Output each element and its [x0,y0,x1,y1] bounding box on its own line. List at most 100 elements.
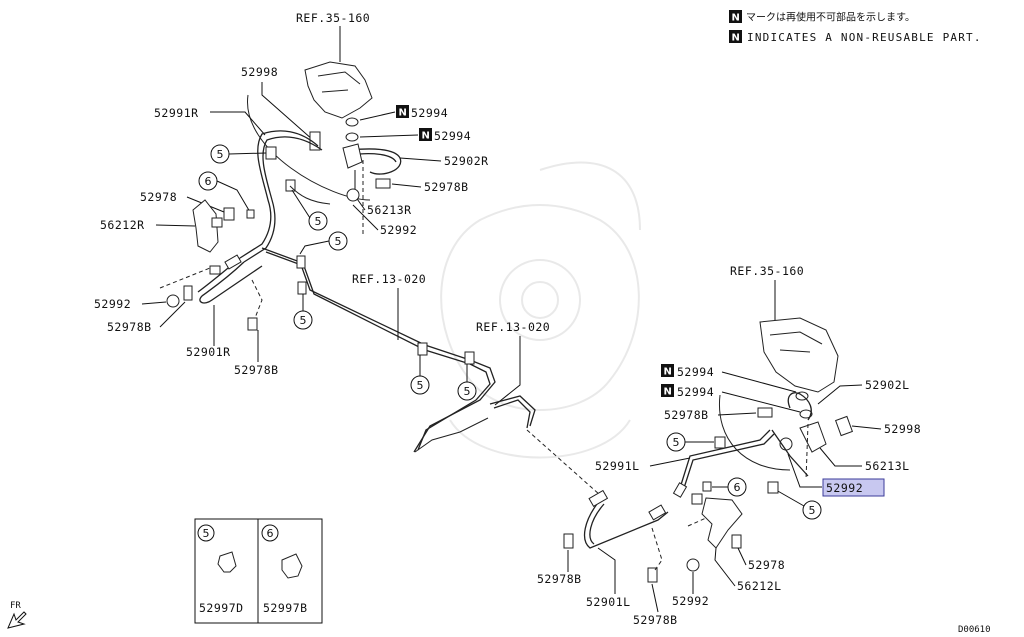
label-52978b-right-3[interactable]: 52978B [234,363,279,377]
pipe-clip-icon [296,255,306,269]
label-56213l[interactable]: 56213L [865,459,910,473]
label-52994-left-1[interactable]: 52994 [677,365,714,379]
hose-clip-icon [209,265,221,275]
svg-text:5: 5 [464,385,471,398]
front-direction-indicator: FR [7,601,27,629]
label-52998-right[interactable]: 52998 [241,65,278,79]
svg-text:5: 5 [417,379,424,392]
diagram-code: D00610 [958,625,991,635]
svg-text:5: 5 [809,504,816,517]
svg-text:N: N [664,387,672,398]
label-56212l[interactable]: 56212L [737,579,782,593]
hose-end-icon [672,482,688,498]
watermark-emblem [440,161,641,459]
non-reusable-mark-icon [729,30,742,43]
label-52978b-right-2[interactable]: 52978B [107,320,152,334]
svg-text:N: N [422,131,430,142]
bolt-icon [223,207,235,221]
pipe-clip-icon [246,209,255,219]
bolt-icon [211,217,223,228]
svg-text:N: N [399,108,407,119]
bolt-icon [247,317,258,331]
label-52978b-left-3[interactable]: 52978B [633,613,678,627]
washer-icon [345,132,359,142]
pipe-clip-icon [265,146,277,160]
svg-text:5: 5 [217,148,224,161]
fr-arrow-icon [7,611,27,629]
label-52902l[interactable]: 52902L [865,378,910,392]
label-52978b-left-2[interactable]: 52978B [537,572,582,586]
pipe-clip-icon [297,281,307,295]
pipe-clip-icon [417,342,428,356]
callout-5[interactable] [308,211,328,231]
bolt-icon [563,533,574,549]
label-52992-right-2[interactable]: 52992 [94,297,131,311]
legend: N マークは再使用不可部品を示します。 N INDICATES A NON-RE… [729,10,982,44]
legend-jp-note: マークは再使用不可部品を示します。 [746,11,915,24]
inset-callout-5[interactable] [197,524,215,542]
hose-end-icon [648,504,667,521]
svg-text:5: 5 [335,235,342,248]
washer-icon [799,409,813,419]
callout-5[interactable] [802,500,822,520]
svg-text:5: 5 [315,215,322,228]
label-52978-left[interactable]: 52978 [748,558,785,572]
hose-end-icon [588,489,609,508]
label-52992-left-2[interactable]: 52992 [672,594,709,608]
inset-col1-part[interactable]: 52997D [199,601,244,615]
fr-label: FR [10,601,21,611]
bolt-icon [731,534,742,549]
non-reusable-mark-icon [729,10,742,23]
bolt-icon [375,178,391,189]
washer-icon [345,117,359,127]
grommet-icon [166,294,180,308]
label-52994-left-2[interactable]: 52994 [677,385,714,399]
hose-end-icon [224,254,242,270]
inset-col2-part[interactable]: 52997B [263,601,308,615]
pipe-clip-icon [767,481,779,494]
inset-col2-no: 6 [267,527,274,540]
pipe-clip-52997b-icon [281,553,303,579]
label-52994-right-1[interactable]: 52994 [411,106,448,120]
pipe-clip-icon [714,436,726,449]
legend-en-note: INDICATES A NON-REUSABLE PART. [747,31,982,44]
svg-text:5: 5 [673,436,680,449]
label-52901l[interactable]: 52901L [586,595,631,609]
label-52978b-left-1[interactable]: 52978B [664,408,709,422]
ref-13-020-a: REF.13-020 [352,272,426,286]
highlight-52992-left [822,478,885,497]
label-52978-right[interactable]: 52978 [140,190,177,204]
label-52994-right-2[interactable]: 52994 [434,129,471,143]
inset-col1-no: 5 [203,527,210,540]
pipe-clip-icon [464,351,475,365]
hose-bracket-icon [342,143,363,169]
label-52902r[interactable]: 52902R [444,154,489,168]
bleeder-screw-icon [309,131,321,151]
label-52901r[interactable]: 52901R [186,345,231,359]
ref-35-160-right: REF.35-160 [730,264,804,278]
svg-text:6: 6 [205,175,212,188]
inset-callout-6[interactable] [261,524,279,542]
bleeder-screw-icon [834,415,854,437]
pipe-clip-52997d-icon [217,551,237,573]
n-mark-text: N [732,33,740,44]
label-52978b-right-1[interactable]: 52978B [424,180,469,194]
grommet-icon [686,558,700,572]
label-56212r[interactable]: 56212R [100,218,145,232]
hose-bracket-icon [799,421,827,453]
label-52992-right-1[interactable]: 52992 [380,223,417,237]
svg-text:5: 5 [300,314,307,327]
caliper-right-icon [304,61,373,119]
bolt-icon [183,285,193,301]
label-52991l[interactable]: 52991L [595,459,640,473]
label-52991r[interactable]: 52991R [154,106,199,120]
label-56213r[interactable]: 56213R [367,203,412,217]
pipe-clip-icon [702,481,712,492]
bolt-icon [757,407,773,418]
bolt-icon [647,567,658,583]
n-mark-text: N [732,13,740,24]
label-52992-left-1[interactable]: 52992 [826,481,863,495]
ref-35-160-top: REF.35-160 [296,11,370,25]
label-52998-left[interactable]: 52998 [884,422,921,436]
